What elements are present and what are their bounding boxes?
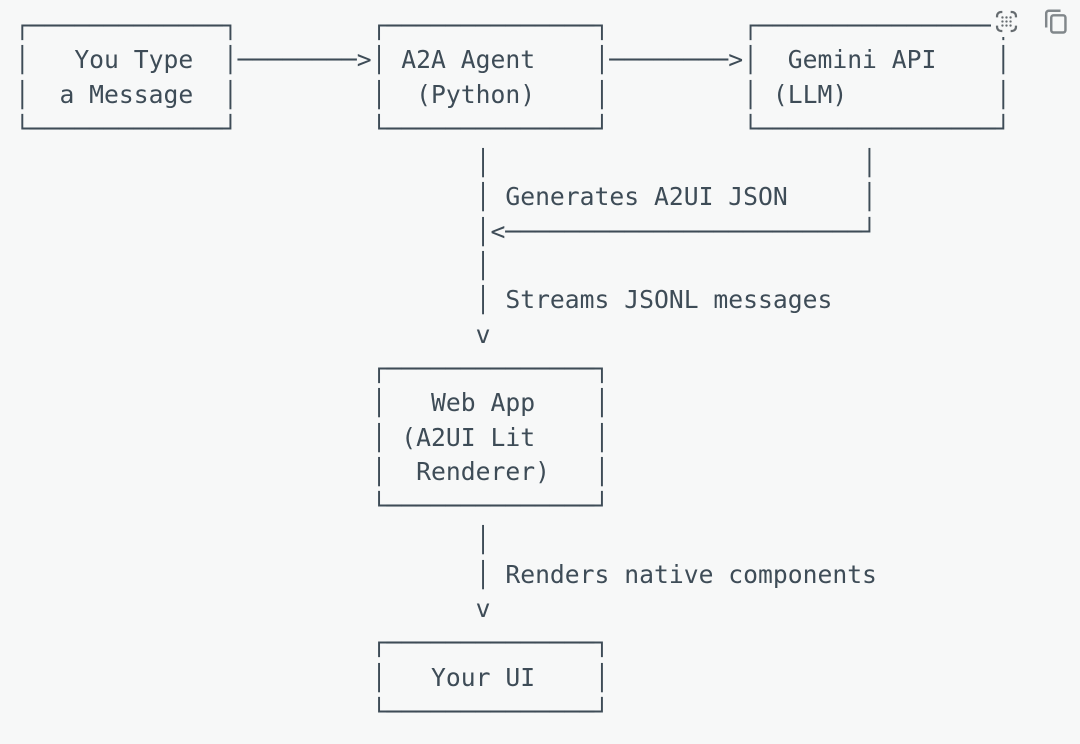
- ascii-flow-diagram: ┌─────────────┐ ┌──────────────┐ ┌──────…: [14, 11, 1011, 726]
- copy-icon: [1040, 6, 1071, 37]
- select-region-icon: [993, 8, 1020, 35]
- select-region-button[interactable]: [991, 6, 1022, 37]
- copy-button[interactable]: [1039, 5, 1072, 38]
